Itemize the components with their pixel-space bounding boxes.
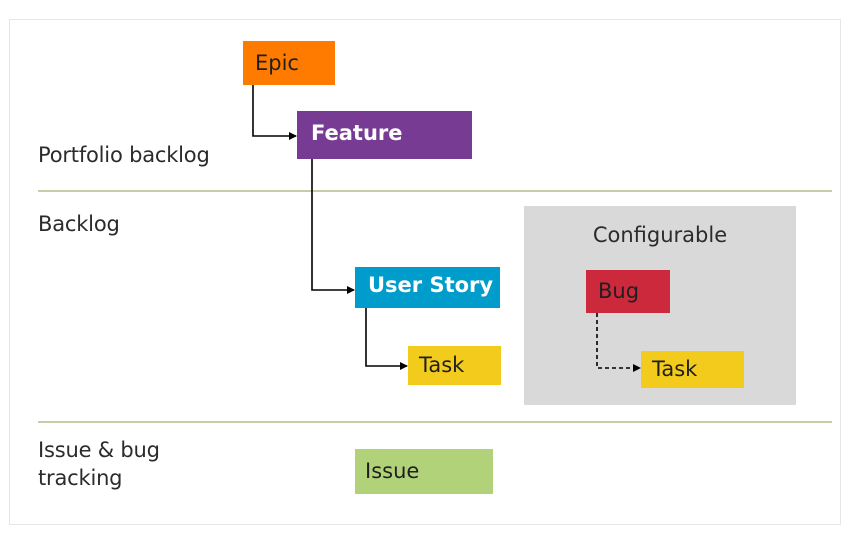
- issue-label: Issue: [365, 459, 420, 483]
- lane-label-portfolio-backlog: Portfolio backlog: [38, 143, 210, 167]
- user-story-label: User Story: [368, 273, 494, 297]
- epic-to-feature-arrow: [252, 85, 297, 140]
- user-story-to-task-arrow: [365, 308, 408, 370]
- lane-label-backlog: Backlog: [38, 212, 120, 236]
- task-box: Task: [408, 346, 501, 385]
- feature-label: Feature: [311, 121, 403, 145]
- feature-to-user-story-arrow: [311, 159, 355, 294]
- user-story-box: User Story: [355, 267, 500, 308]
- configurable-task-label: Task: [652, 357, 698, 381]
- configurable-title: Configurable: [592, 223, 728, 247]
- lane-label-line-1: Issue & bug: [38, 438, 160, 462]
- lane-label-issue-bug-tracking: Issue & bug tracking: [38, 436, 160, 492]
- feature-box: Feature: [297, 111, 472, 159]
- bug-to-task-dashed-arrow: [596, 313, 641, 372]
- configurable-task-box: Task: [641, 351, 744, 388]
- bug-box: Bug: [586, 270, 670, 313]
- task-label: Task: [419, 353, 465, 377]
- epic-label: Epic: [255, 51, 299, 75]
- lane-divider-top: [38, 190, 832, 192]
- epic-box: Epic: [243, 41, 335, 85]
- lane-divider-bottom: [38, 421, 832, 423]
- lane-label-line-2: tracking: [38, 466, 123, 490]
- issue-box: Issue: [355, 449, 493, 494]
- bug-label: Bug: [598, 279, 640, 303]
